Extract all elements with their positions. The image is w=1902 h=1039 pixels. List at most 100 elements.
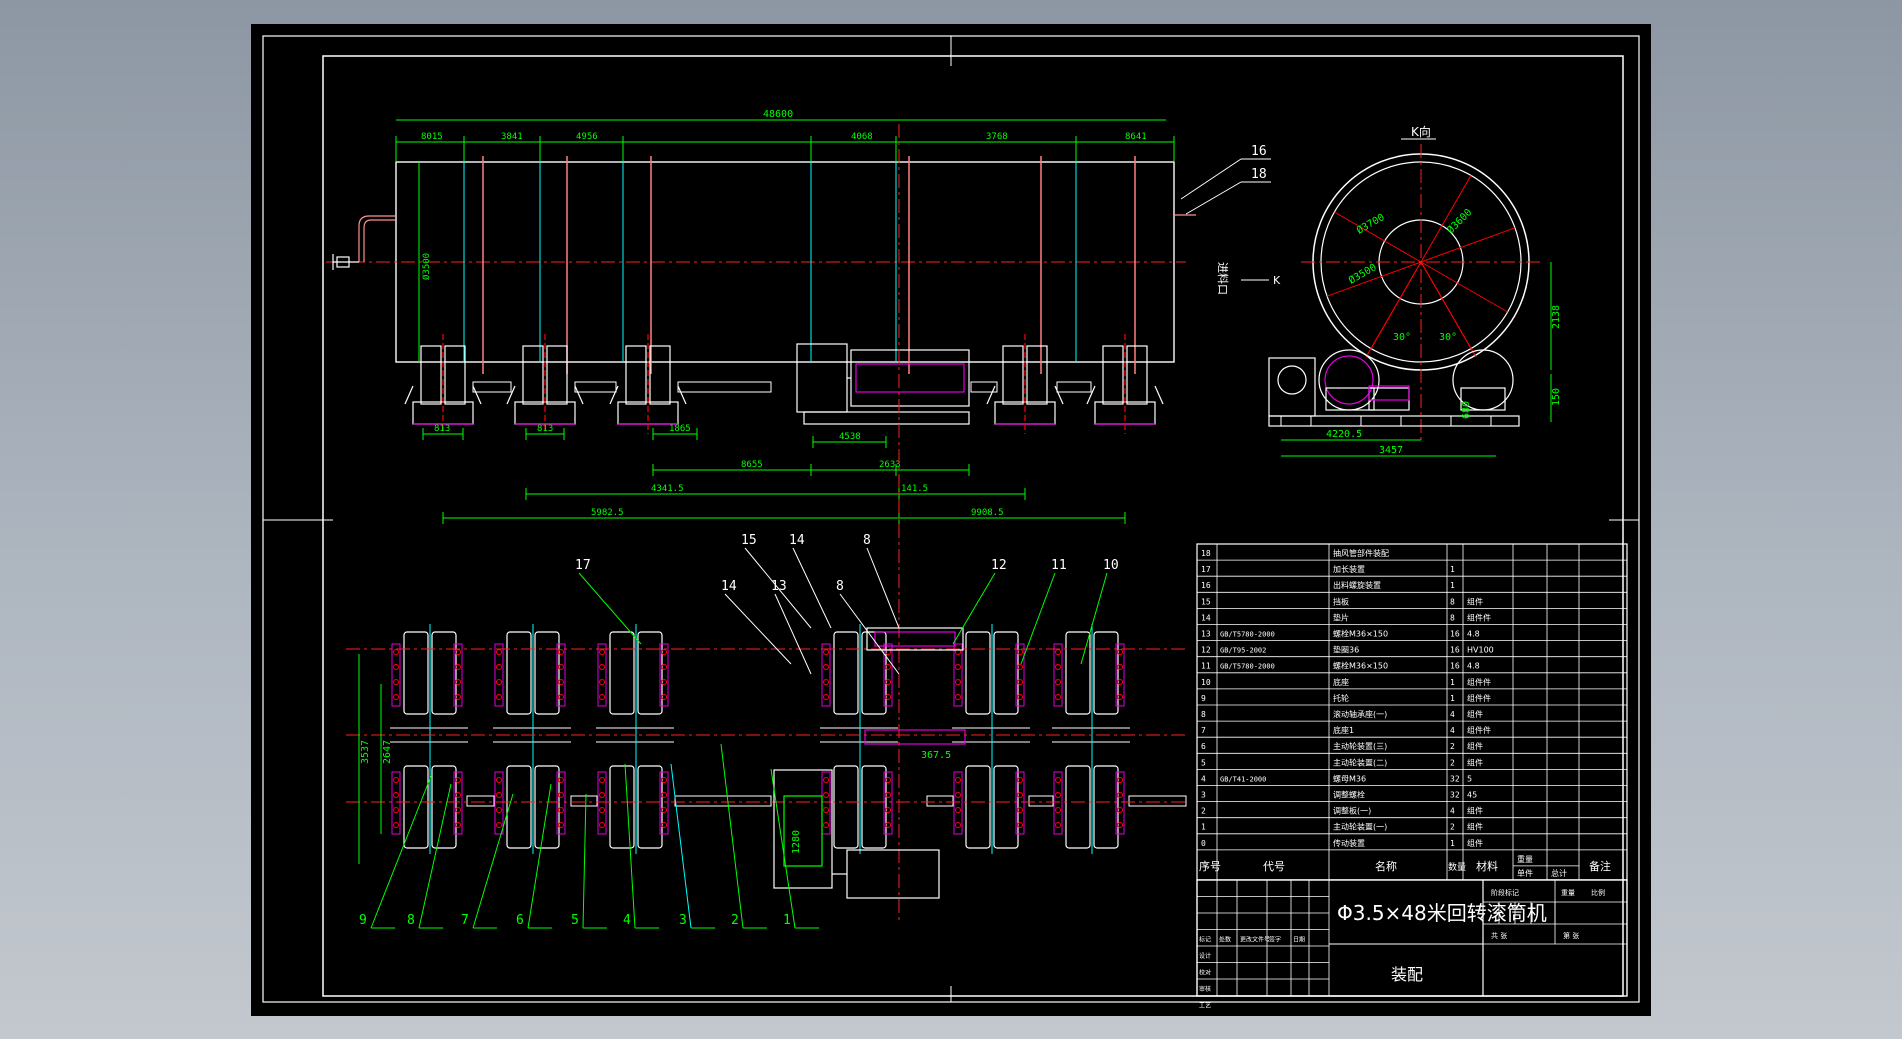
radial-line <box>1420 227 1516 263</box>
bolt-hole <box>496 649 502 655</box>
bolt-hole <box>1055 792 1061 798</box>
bolt-hole <box>558 822 564 828</box>
bearing-block <box>1460 387 1506 411</box>
callout-leader <box>770 768 796 929</box>
bolt-hole <box>661 777 667 783</box>
part-qty: 16 <box>1450 630 1460 639</box>
part-qty: 4 <box>1450 710 1455 719</box>
bolt-hole <box>496 679 502 685</box>
part-no: 1 <box>1201 823 1206 832</box>
tb-left-cell: 签字 <box>1269 936 1281 944</box>
header-code: 代号 <box>1263 860 1285 873</box>
bolt-hole <box>1055 664 1061 670</box>
callout-leader <box>866 547 900 629</box>
shaft-coupling <box>1056 381 1092 393</box>
callout-leader <box>418 783 452 929</box>
bolt-hole <box>885 777 891 783</box>
plan-shaft <box>1128 795 1187 807</box>
callout-number: 4 <box>623 913 631 928</box>
callout-leader <box>720 743 744 929</box>
bolt-hole <box>1055 777 1061 783</box>
bolt-hole <box>496 822 502 828</box>
plan-shaft <box>570 795 598 807</box>
callout-leader <box>1020 572 1056 665</box>
part-qty: 16 <box>1450 662 1460 671</box>
bolt-hole <box>558 649 564 655</box>
bolt-hole <box>955 679 961 685</box>
tb-sheet-no: 第 张 <box>1563 931 1579 940</box>
bottom-dimension: 813 <box>434 424 450 434</box>
part-material: 45 <box>1467 791 1477 800</box>
bearing-housing <box>391 643 401 707</box>
plan-center-dimension: 367.5 <box>921 750 951 761</box>
bolt-hole <box>558 792 564 798</box>
gear-circle <box>1277 365 1307 395</box>
part-no: 5 <box>1201 758 1206 767</box>
part-qty: 4 <box>1450 807 1455 816</box>
part-qty: 2 <box>1450 823 1455 832</box>
part-name: 传动装置 <box>1333 838 1365 848</box>
outer-border <box>262 35 1640 1003</box>
bolt-hole <box>955 777 961 783</box>
bolt-hole <box>1017 649 1023 655</box>
plan-width-dimension-2: 2647 <box>382 740 393 764</box>
part-no: 6 <box>1201 742 1206 751</box>
callout-16-leader <box>1180 158 1242 200</box>
drawing-title: Φ3.5×48米回转滚筒机 <box>1337 901 1547 925</box>
bolt-hole <box>661 822 667 828</box>
callout-number: 11 <box>1051 558 1067 573</box>
bearing-block <box>1325 387 1375 411</box>
roller-wheel <box>506 765 532 849</box>
bottom-dimension: 5982.5 <box>591 508 624 518</box>
side-angle-2: 30° <box>1439 332 1457 343</box>
roller-wheel <box>403 765 429 849</box>
callout-number: 13 <box>771 579 787 594</box>
bolt-hole <box>823 664 829 670</box>
roller-wheel <box>403 631 429 715</box>
bolt-hole <box>1117 664 1123 670</box>
callout-leader <box>952 572 996 645</box>
bearing-housing <box>453 643 463 707</box>
bottom-dimension: 141.5 <box>901 484 928 494</box>
part-no: 17 <box>1201 565 1211 574</box>
bolt-hole <box>1055 694 1061 700</box>
bolt-hole <box>1017 792 1023 798</box>
bolt-hole <box>393 694 399 700</box>
bolt-hole <box>599 694 605 700</box>
tb-left-cell: 处数 <box>1219 936 1231 944</box>
part-material: 组件 <box>1467 806 1483 816</box>
tb-left-cell: 设计 <box>1199 952 1211 960</box>
part-qty: 2 <box>1450 758 1455 767</box>
tb-weight-label: 重量 <box>1561 889 1575 897</box>
part-name: 螺栓M36×150 <box>1333 629 1388 639</box>
roller-wheel <box>861 765 887 849</box>
bolt-hole <box>599 792 605 798</box>
callout-leader <box>582 793 587 929</box>
part-qty: 1 <box>1450 694 1455 703</box>
callout-leader <box>774 593 812 675</box>
callout-leader <box>724 593 792 665</box>
parts-table-frame <box>1196 543 1628 881</box>
callout-leader <box>472 793 514 929</box>
part-no: 12 <box>1201 646 1211 655</box>
header-no: 序号 <box>1199 859 1221 873</box>
part-material: 组件件 <box>1467 677 1491 687</box>
part-name: 出料螺旋装置 <box>1333 580 1381 590</box>
part-material: 组件 <box>1467 709 1483 719</box>
callout-leader <box>839 593 900 675</box>
roller-wheel <box>1093 631 1119 715</box>
tb-left-cell: 日期 <box>1293 936 1305 944</box>
part-qty: 8 <box>1450 613 1455 622</box>
bottom-dimension: 1865 <box>669 424 691 434</box>
chain-dimension: 4956 <box>576 132 598 142</box>
bearing-housing <box>1053 771 1063 835</box>
part-name: 挡板 <box>1333 596 1349 606</box>
